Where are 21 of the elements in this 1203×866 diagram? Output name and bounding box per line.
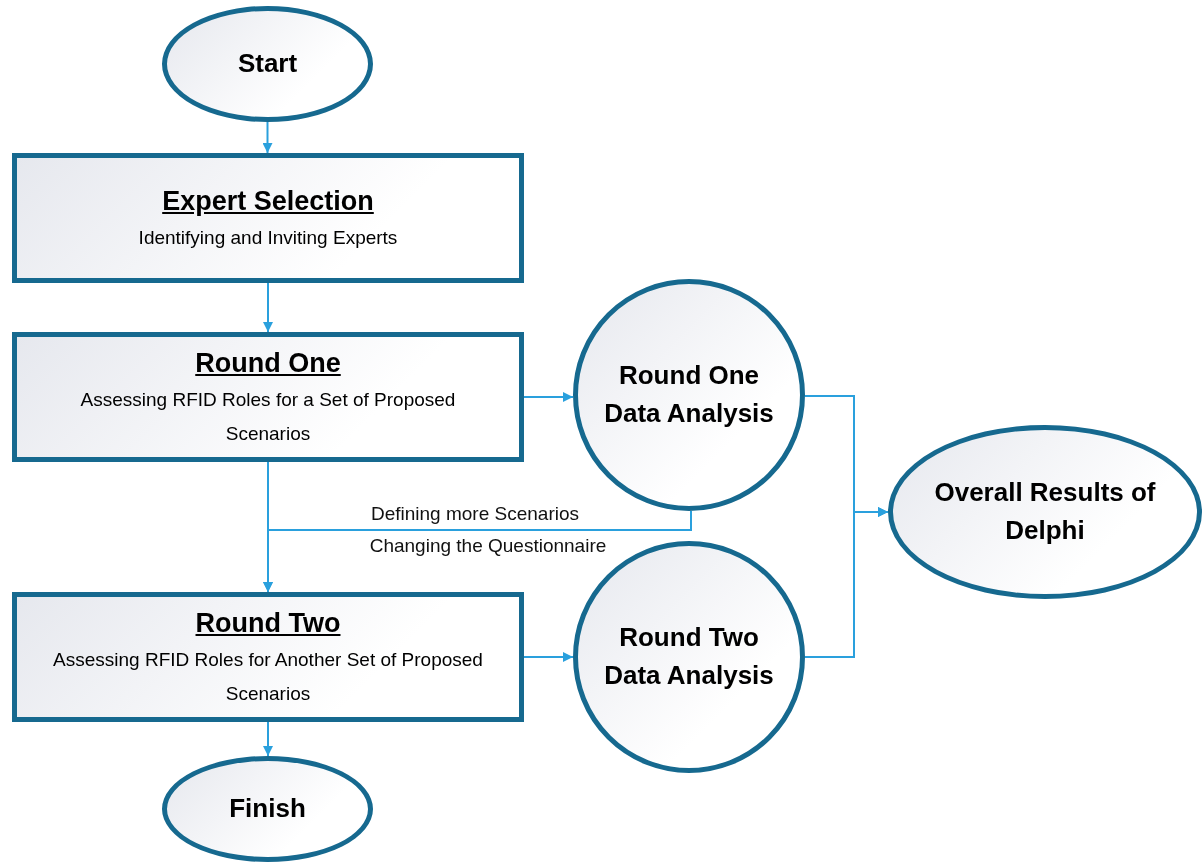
arrow xyxy=(804,507,889,658)
node-heading: Round One Data Analysis xyxy=(603,359,775,430)
arrow xyxy=(263,282,273,333)
arrow xyxy=(523,652,574,662)
process-box xyxy=(12,592,524,722)
node-heading: Finish xyxy=(229,792,306,826)
arrow xyxy=(523,392,574,402)
arrow xyxy=(263,510,692,593)
node-heading: Round One xyxy=(195,347,341,381)
node-heading: Round Two xyxy=(195,607,341,641)
process-box xyxy=(12,153,524,283)
node-heading: Start xyxy=(237,47,298,81)
process-box xyxy=(12,332,524,462)
node-description: Assessing RFID Roles for a Set of Proposed Scenarios xyxy=(79,388,457,446)
arrow xyxy=(263,721,273,757)
node-description: Identifying and Inviting Experts xyxy=(138,225,398,250)
node-heading: Round Two Data Analysis xyxy=(603,621,775,692)
arrow xyxy=(262,121,273,154)
node-heading: Overall Results of Delphi xyxy=(933,476,1157,547)
node-heading: Expert Selection xyxy=(162,184,374,218)
node-description: Assessing RFID Roles for Another Set of Proposed Scenarios xyxy=(52,648,484,706)
